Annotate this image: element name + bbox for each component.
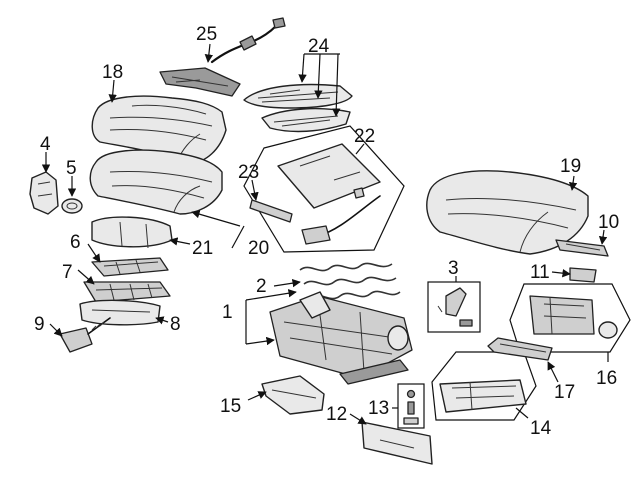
callout-13: 13 <box>368 398 389 419</box>
callout-11: 11 <box>530 262 550 283</box>
part-20-cushion-pad <box>89 149 223 215</box>
callout-15: 15 <box>220 396 241 417</box>
part-12-cover-plate <box>361 421 433 465</box>
part-24-heater-pads <box>243 83 353 133</box>
part-15-tray <box>261 375 325 415</box>
callout-21: 21 <box>192 238 213 259</box>
callout-24: 24 <box>308 36 330 57</box>
leader-lines <box>41 43 609 425</box>
part-13-fastener-kit <box>397 383 425 429</box>
part-25-heater-harness <box>159 17 286 97</box>
callout-6: 6 <box>70 232 81 253</box>
callout-18: 18 <box>102 62 123 83</box>
part-7-mechanism <box>83 281 171 303</box>
callout-labels: 25 24 18 22 4 5 23 19 10 21 20 6 7 3 11 … <box>34 24 619 439</box>
part-2-springs <box>299 262 401 300</box>
callout-2: 2 <box>256 276 267 297</box>
callout-20: 20 <box>248 238 269 259</box>
callout-19: 19 <box>560 156 581 177</box>
part-3-hinge-kit <box>427 281 481 333</box>
callout-16: 16 <box>596 368 617 389</box>
part-10-bracket <box>555 239 609 257</box>
part-23-trim-strip <box>249 199 293 223</box>
callout-17: 17 <box>554 382 575 403</box>
part-11-clip <box>569 267 597 283</box>
part-16-motor <box>509 283 631 353</box>
part-4-trim-cap <box>29 171 59 215</box>
callout-14: 14 <box>530 418 552 439</box>
callout-5: 5 <box>66 158 77 179</box>
part-6-bracket <box>91 257 169 277</box>
part-22-sensor-mat <box>243 125 405 253</box>
callout-12: 12 <box>326 404 347 425</box>
callout-3: 3 <box>448 258 459 279</box>
callout-22: 22 <box>354 126 375 147</box>
part-14-storage-tray <box>431 351 537 421</box>
part-5-knob <box>61 198 83 214</box>
callout-1: 1 <box>222 302 233 323</box>
callout-25: 25 <box>196 24 217 45</box>
part-8-front-panel <box>79 299 161 326</box>
part-21-bolster-pad <box>91 216 173 249</box>
part-18-cushion-cover <box>91 95 227 165</box>
part-1-seat-frame <box>269 291 413 385</box>
callout-7: 7 <box>62 262 73 283</box>
part-9-switch <box>59 317 111 353</box>
callout-8: 8 <box>170 314 181 335</box>
callout-23: 23 <box>238 162 259 183</box>
callout-9: 9 <box>34 314 45 335</box>
part-19-cushion <box>426 170 589 255</box>
part-17-rail-bracket <box>487 337 553 361</box>
callout-4: 4 <box>40 134 51 155</box>
callout-10: 10 <box>598 212 619 233</box>
